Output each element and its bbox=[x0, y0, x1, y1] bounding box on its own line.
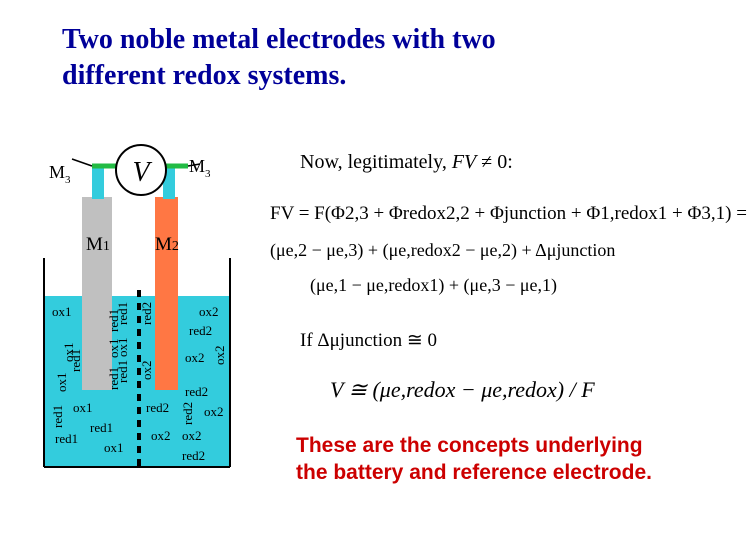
if-expression: Δμjunction ≅ 0 bbox=[317, 330, 438, 351]
species-label: red2 bbox=[189, 323, 212, 338]
species-label: red1 bbox=[68, 349, 83, 372]
species-label: ox2 bbox=[204, 404, 224, 419]
species-label: red2 bbox=[185, 384, 208, 399]
species-label: red1 bbox=[106, 309, 121, 332]
species-right-group: ox2 red2 ox2 ox2 red2 ox2 red2 ox2 red2 bbox=[180, 304, 227, 463]
condition-line: If Δμjunction ≅ 0 bbox=[300, 329, 437, 352]
if-word: If bbox=[300, 330, 313, 351]
species-label: ox1 bbox=[61, 343, 76, 363]
species-left-group: ox1 red1 ox1 red1 red1 ox1 red1 ox1 red1… bbox=[50, 304, 130, 455]
slide-title: Two noble metal electrodes with two diff… bbox=[62, 22, 682, 94]
species-label: ox2 bbox=[182, 428, 202, 443]
terminal-right-label: M3 bbox=[189, 156, 211, 180]
conclusion-text: These are the concepts underlying the ba… bbox=[296, 432, 716, 486]
species-label: red2 bbox=[139, 302, 154, 325]
voltmeter-symbol: V bbox=[132, 157, 152, 188]
species-label: ox1 bbox=[73, 400, 93, 415]
species-label: ox2 bbox=[185, 350, 205, 365]
terminal-left bbox=[92, 166, 104, 199]
species-label: red2 bbox=[182, 448, 205, 463]
electrode-m1-label: M1 bbox=[86, 234, 110, 255]
intro-statement: Now, legitimately, FV ≠ 0: bbox=[300, 151, 513, 174]
species-label: red1 bbox=[90, 420, 113, 435]
lead-left bbox=[71, 158, 93, 167]
electrochemical-cell-diagram: V M3 M3 M1 M2 ox1 red1 ox1 red1 red1 ox1… bbox=[43, 144, 231, 468]
species-label: red1 bbox=[50, 405, 65, 428]
lead-right bbox=[187, 163, 201, 167]
equation-line-2: (μe,2 − μe,3) + (μe,redox2 − μe,2) + Δμj… bbox=[270, 240, 616, 260]
species-label: ox2 bbox=[139, 361, 154, 381]
species-label: ox1 bbox=[115, 338, 130, 358]
species-label: ox2 bbox=[199, 304, 219, 319]
electrode-m1 bbox=[82, 197, 112, 390]
species-label: red2 bbox=[180, 402, 195, 425]
intro-text: Now, legitimately, bbox=[300, 151, 447, 173]
intro-relation: ≠ 0: bbox=[481, 151, 513, 173]
species-label: ox1 bbox=[104, 440, 124, 455]
species-label: ox1 bbox=[52, 304, 72, 319]
species-middle-group: red1 ox1 red1 ox1 red2 ox2 red2 ox2 bbox=[106, 302, 171, 443]
equation-line-3: (μe,1 − μe,redox1) + (μe,3 − μe,1) bbox=[310, 275, 557, 295]
equation-line-1: FV = F(Φ2,3 + Φredox2,2 + Φjunction + Φ1… bbox=[270, 203, 747, 224]
species-label: ox2 bbox=[151, 428, 171, 443]
species-label: ox1 bbox=[54, 373, 69, 393]
electrode-m2 bbox=[155, 197, 178, 390]
species-label: ox1 bbox=[106, 339, 121, 359]
species-label: red1 bbox=[106, 367, 121, 390]
terminal-left-label: M3 bbox=[49, 162, 71, 186]
species-label: red1 bbox=[55, 431, 78, 446]
title-line-1: Two noble metal electrodes with two bbox=[62, 24, 496, 55]
species-label: red2 bbox=[146, 400, 169, 415]
intro-expression: FV bbox=[451, 151, 477, 173]
voltmeter-circle bbox=[115, 144, 167, 196]
title-line-2: different redox systems. bbox=[62, 60, 347, 91]
species-label: red1 bbox=[115, 360, 130, 383]
species-label: ox2 bbox=[212, 346, 227, 366]
conclusion-line-1: These are the concepts underlying bbox=[296, 434, 643, 457]
species-label: red1 bbox=[115, 302, 130, 325]
electrode-m2-label: M2 bbox=[155, 234, 179, 255]
final-equation: V ≅ (μe,redox − μe,redox) / F bbox=[330, 377, 595, 402]
conclusion-line-2: the battery and reference electrode. bbox=[296, 461, 652, 484]
